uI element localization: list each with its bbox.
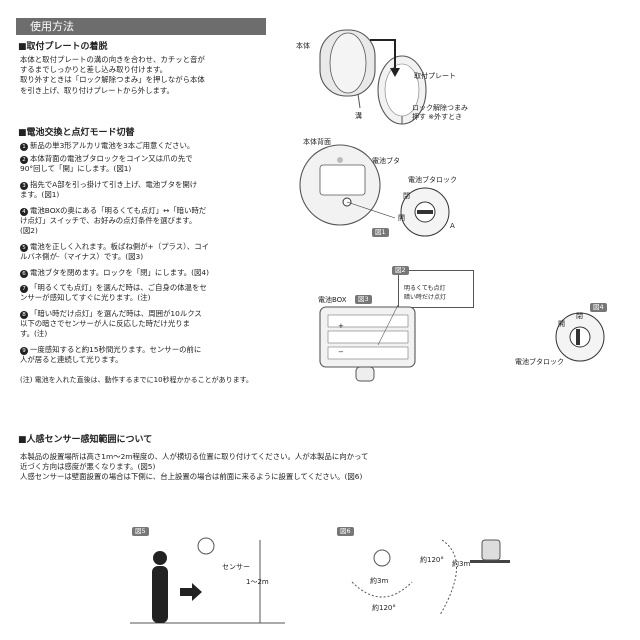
fig3-battery-box xyxy=(318,304,428,385)
fig6-angle-left-label: 約120° xyxy=(372,604,396,612)
fig2-bright-label: 明るくても点灯 xyxy=(404,285,446,292)
fig2-switch-box xyxy=(398,270,474,308)
plate-diagram-graphic xyxy=(319,29,427,125)
fig3-minus-label: − xyxy=(338,348,344,356)
fig1-a-label: A xyxy=(450,222,455,230)
fig1-diagram xyxy=(295,140,485,240)
fig4-closed-label: 閉 xyxy=(576,312,583,320)
fig6-dist-left-label: 約3m xyxy=(370,577,389,585)
fig4-lidlock-label: 電池ブタロック xyxy=(515,358,564,366)
fig3-box-label: 電池BOX xyxy=(318,296,347,304)
battery-note: (注) 電池を入れた直後は、動作するまでに10秒程かかることがあります。 xyxy=(20,376,253,384)
fig4-tag: 図4 xyxy=(590,303,607,312)
plate-diagram xyxy=(310,20,480,130)
lock-release-label: ロック解除つまみ 押す ※外すとき xyxy=(412,104,468,121)
fig1-tag: 図1 xyxy=(372,228,389,237)
fig5-height-label: 1〜2m xyxy=(246,578,269,586)
fig3-tag: 図3 xyxy=(355,295,372,304)
fig4-open-label: 開 xyxy=(558,320,565,328)
plate-instructions: 本体と取付プレートの溝の向きを合わせ、カチッと音が するまでしっかりと差し込み取… xyxy=(20,55,205,95)
page-title: 使用方法 xyxy=(30,20,74,33)
fig6-diagram xyxy=(340,520,515,630)
fig4-diagram xyxy=(545,305,625,365)
fig3-graphic xyxy=(319,304,416,382)
fig5-tag: 図5 xyxy=(132,527,149,536)
fig5-graphic xyxy=(130,537,285,624)
step-7: 7「明るくても点灯」を選んだ時は、ご自身の体温をセ ンサーが感知してすぐに光りま… xyxy=(20,283,207,303)
fig6-angle-right-label: 約120° xyxy=(420,556,444,564)
sensor-instructions: 本製品の設置場所は高さ1m〜2m程度の、人が横切る位置に取り付けてください。人が… xyxy=(20,452,369,482)
fig5-diagram xyxy=(130,530,290,625)
fig1-closed-label: 閉 xyxy=(403,192,410,200)
fig3-plus-label: + xyxy=(338,322,344,330)
fig6-tag: 図6 xyxy=(337,527,354,536)
sensor-section-title: ■人感センサー感知範囲について xyxy=(18,435,153,445)
fig1-open-label: 開 xyxy=(398,214,405,222)
fig1-graphic xyxy=(299,144,450,237)
step-8: 8「暗い時だけ点灯」を選んだ時は、周囲が10ルクス 以下の暗さでセンサーが人に反… xyxy=(20,309,202,339)
fig1-lid-label: 電池ブタ xyxy=(372,157,400,165)
fig6-graphic xyxy=(351,539,510,616)
body-label: 本体 xyxy=(296,42,310,50)
fig2-dark-label: 暗い時だけ点灯 xyxy=(404,294,447,301)
plate-label: 取付プレート xyxy=(414,72,456,80)
battery-section-title: ■電池交換と点灯モード切替 xyxy=(18,128,135,138)
fig4-graphic xyxy=(555,312,605,362)
plate-section-title: ■取付プレートの着脱 xyxy=(18,42,108,52)
fig6-dist-right-label: 約3m xyxy=(452,560,471,568)
fig5-sensor-label: センサー xyxy=(222,563,250,571)
section-header-bar xyxy=(16,18,266,35)
fig1-lidlock-label: 電池ブタロック xyxy=(408,176,457,184)
fig1-back-label: 本体背面 xyxy=(303,138,331,146)
fig2-tag: 図2 xyxy=(392,266,409,275)
groove-label: 溝 xyxy=(355,112,362,120)
